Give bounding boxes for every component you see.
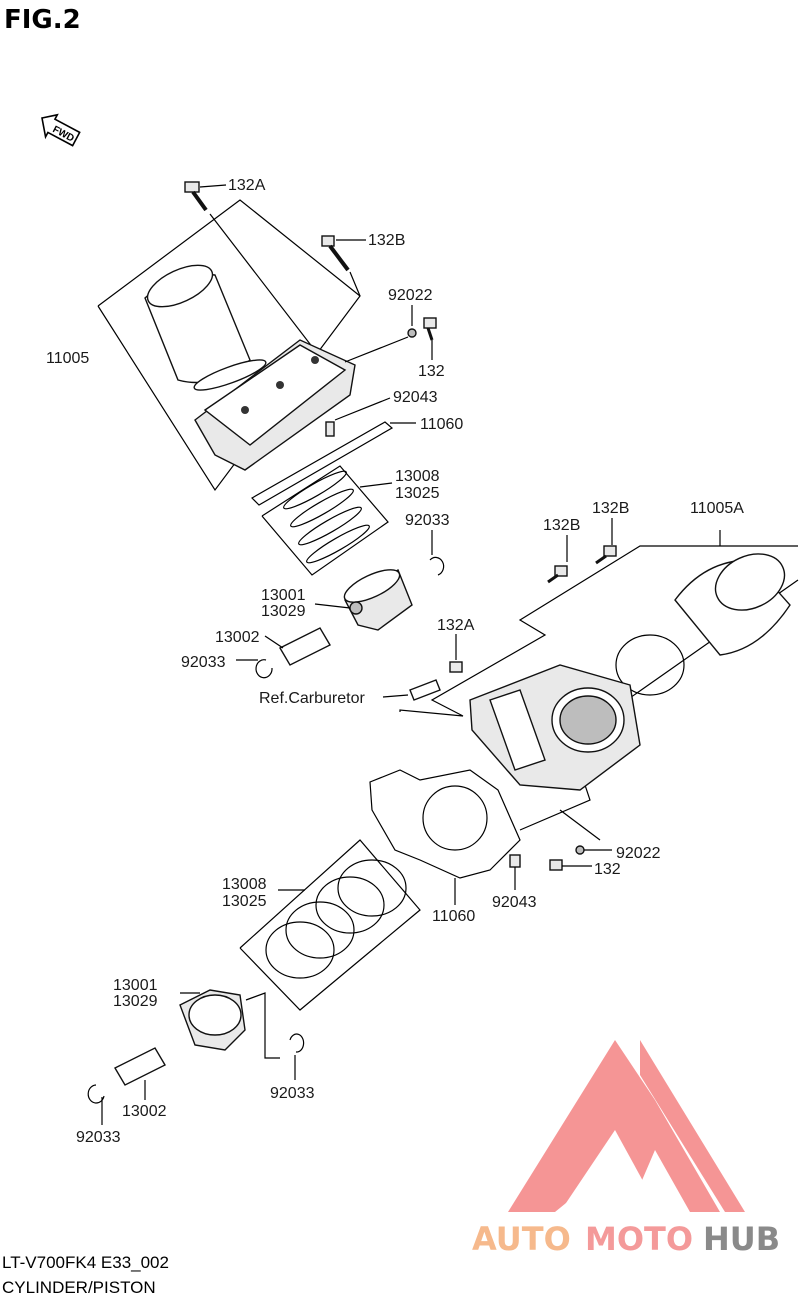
front-cylinder-liner bbox=[615, 553, 791, 696]
callout-rear-piston-2: 13029 bbox=[261, 603, 306, 620]
callout-front-circlip-right: 92033 bbox=[270, 1085, 315, 1102]
footer-model-code: LT-V700FK4 E33_002 bbox=[2, 1253, 169, 1272]
rear-piston bbox=[314, 568, 413, 631]
callout-front-pin: 13002 bbox=[122, 1103, 167, 1120]
automotohub-logo bbox=[508, 1040, 745, 1212]
callout-front-piston-1: 13001 bbox=[113, 977, 158, 994]
callout-rear-bolt-b: 132B bbox=[368, 232, 405, 249]
callout-rear-gasket: 11060 bbox=[420, 416, 463, 433]
callout-front-rings-1: 13008 bbox=[222, 876, 267, 893]
figure-label: FIG.2 bbox=[4, 5, 81, 35]
rear-rings-bracket bbox=[261, 465, 393, 576]
rear-bolt-132b bbox=[321, 235, 366, 297]
rear-piston-pin bbox=[264, 627, 331, 666]
front-rings-bracket bbox=[239, 839, 421, 1011]
callout-front-washer: 92022 bbox=[616, 845, 661, 862]
rear-washer-92022 bbox=[344, 305, 417, 363]
callout-front-bolt-a: 132A bbox=[437, 617, 475, 634]
callout-rear-bolt-a: 132A bbox=[228, 177, 266, 194]
front-washer-92022 bbox=[559, 809, 612, 855]
front-piston-pin bbox=[114, 1047, 166, 1100]
rear-dowel-92043 bbox=[325, 397, 391, 437]
callout-front-cylinder: 11005A bbox=[690, 500, 744, 517]
front-bolt-132b-1 bbox=[547, 535, 568, 584]
front-piston bbox=[179, 989, 246, 1051]
callout-rear-circlip-upper: 92033 bbox=[405, 512, 450, 529]
callout-front-dowel: 92043 bbox=[492, 894, 537, 911]
fwd-label: FWD bbox=[51, 124, 76, 144]
fwd-arrow-icon: FWD bbox=[41, 113, 81, 147]
callout-rear-piston-1: 13001 bbox=[261, 587, 306, 604]
front-circlip-right bbox=[245, 992, 305, 1080]
callout-rear-rings-2: 13025 bbox=[395, 485, 440, 502]
rear-circlip-upper bbox=[429, 530, 445, 576]
front-gasket-11060 bbox=[369, 769, 521, 905]
callout-front-piston-2: 13029 bbox=[113, 993, 158, 1010]
callout-rear-rings-1: 13008 bbox=[395, 468, 440, 485]
callout-ref-carburetor: Ref.Carburetor bbox=[259, 690, 365, 707]
rear-bolt-132 bbox=[423, 317, 437, 360]
front-cylinder-block bbox=[469, 664, 641, 791]
callout-front-circlip-left: 92033 bbox=[76, 1129, 121, 1146]
watermark-auto: AUTO bbox=[472, 1220, 571, 1258]
watermark-moto: MOTO bbox=[585, 1220, 693, 1258]
callout-rear-bolt: 132 bbox=[418, 363, 445, 380]
rear-cylinder-liner bbox=[144, 264, 267, 391]
callout-rear-dowel: 92043 bbox=[393, 389, 438, 406]
callout-front-bolt: 132 bbox=[594, 861, 621, 878]
front-bolt-132a bbox=[449, 634, 463, 673]
callout-rear-washer: 92022 bbox=[388, 287, 433, 304]
front-bolt-132 bbox=[549, 859, 592, 871]
callout-front-gasket: 11060 bbox=[432, 908, 475, 925]
carburetor-ref-part bbox=[382, 679, 441, 701]
rear-cylinder-block bbox=[194, 339, 356, 471]
watermark-hub: HUB bbox=[703, 1220, 780, 1258]
callout-front-bolt-b2: 132B bbox=[592, 500, 629, 517]
callout-rear-pin: 13002 bbox=[215, 629, 260, 646]
rear-circlip-lower bbox=[236, 659, 273, 679]
callout-front-bolt-b1: 132B bbox=[543, 517, 580, 534]
callout-front-rings-2: 13025 bbox=[222, 893, 267, 910]
rear-gasket-11060 bbox=[251, 421, 416, 506]
front-dowel-92043 bbox=[509, 854, 521, 890]
front-circlip-left bbox=[87, 1084, 105, 1125]
front-bolt-132b-2 bbox=[595, 518, 617, 565]
footer-section-title: CYLINDER/PISTON bbox=[2, 1278, 156, 1297]
callout-rear-cylinder: 11005 bbox=[46, 350, 89, 367]
callout-rear-circlip-lower: 92033 bbox=[181, 654, 226, 671]
